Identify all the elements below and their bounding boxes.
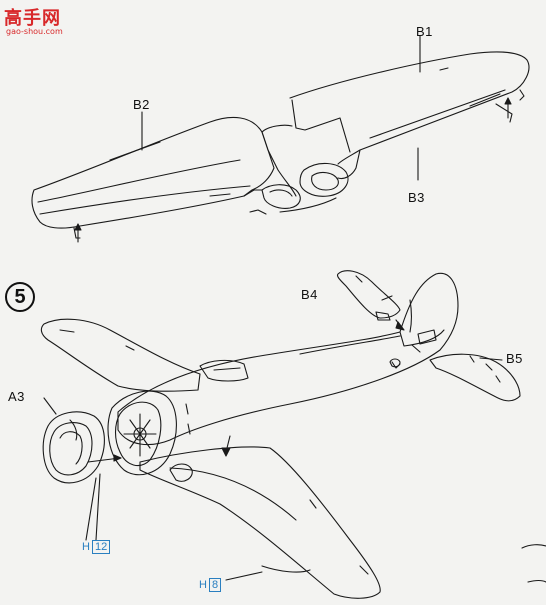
label-b4: B4 [301, 287, 318, 302]
upper-right-wing [289, 51, 530, 165]
part-ref-h8-prefix: H [199, 579, 207, 591]
stabilizer-left [336, 270, 401, 319]
left-wing [31, 116, 275, 229]
wing-upper [40, 318, 201, 392]
part-ref-h8: H 8 [199, 578, 222, 592]
engine-cowling [107, 390, 177, 476]
step-number: 5 [5, 282, 35, 312]
part-ref-h12: H 12 [82, 540, 111, 554]
part-ref-h12-prefix: H [82, 541, 90, 553]
watermark-text: 高手网 [4, 8, 61, 29]
wing-assembly [31, 35, 530, 243]
cowl-ring [42, 411, 105, 484]
part-ref-h12-number: 12 [91, 540, 111, 554]
label-b3: B3 [408, 190, 425, 205]
label-a3: A3 [8, 389, 25, 404]
label-b5: B5 [506, 351, 523, 366]
wing-lower [139, 446, 381, 599]
label-b1: B1 [416, 24, 433, 39]
stabilizer-right [429, 353, 521, 402]
part-ref-h8-number: 8 [208, 578, 222, 592]
watermark-logo: 高手网 gao-shou.com [4, 4, 94, 38]
fuselage-assembly [40, 270, 546, 599]
label-b2: B2 [133, 97, 150, 112]
fuselage [117, 272, 459, 446]
watermark-url: gao-shou.com [6, 27, 63, 36]
